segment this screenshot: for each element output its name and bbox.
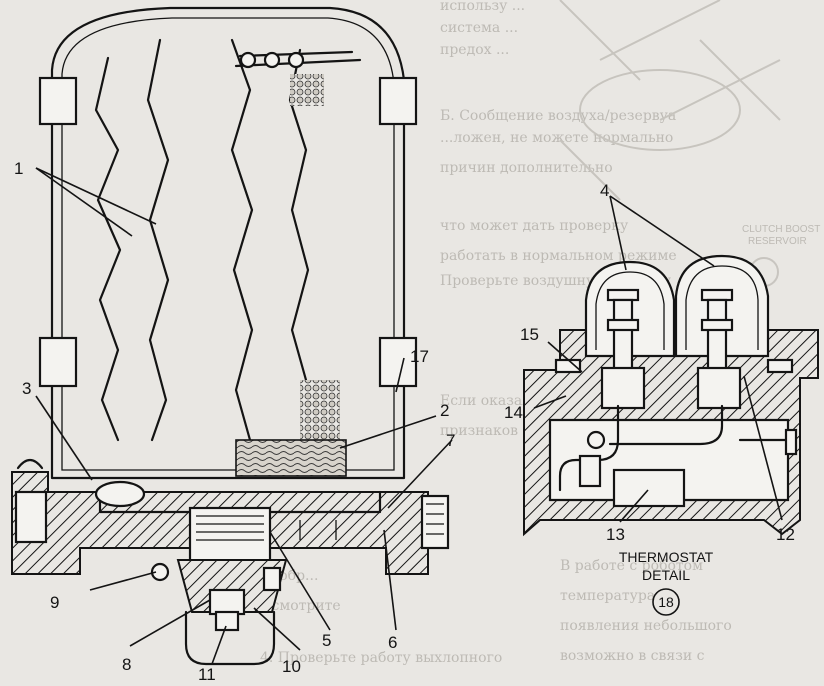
check-valve-cap <box>94 480 146 508</box>
detail-number: 18 <box>658 594 674 610</box>
callout-3: 3 <box>22 379 31 398</box>
callout-2: 2 <box>440 401 449 420</box>
detail-title-line2: DETAIL <box>642 567 690 583</box>
clutch-label-line2: RESERVOIR <box>748 236 807 247</box>
strap-left-bottom <box>38 336 78 388</box>
callout-11: 11 <box>198 665 216 684</box>
outlet-fitting <box>420 494 450 550</box>
callout-8: 8 <box>122 655 131 674</box>
air-dryer-cutaway <box>11 6 450 666</box>
svg-text:что может дать проверку: что может дать проверку <box>440 218 629 234</box>
callout-7: 7 <box>446 431 455 450</box>
callout-labels: 1 2 3 4 5 6 7 8 9 10 11 12 13 14 15 17 <box>14 159 795 684</box>
svg-text:появления небольшого: появления небольшого <box>560 618 732 634</box>
callout-1: 1 <box>14 159 23 178</box>
svg-text:Б. Сообщение воздуха/резервуа: Б. Сообщение воздуха/резервуа <box>440 108 676 124</box>
callout-6: 6 <box>388 633 397 652</box>
svg-text:причин дополнительно: причин дополнительно <box>440 160 613 176</box>
svg-text:возможно в связи с: возможно в связи с <box>560 648 705 664</box>
svg-text:Осмотрите: Осмотрите <box>260 598 341 614</box>
callout-14: 14 <box>504 403 523 422</box>
strap-right-top <box>378 76 418 126</box>
desiccant-beads-top <box>290 74 324 106</box>
callout-17: 17 <box>410 347 429 366</box>
svg-text:система ...: система ... <box>440 20 518 36</box>
svg-text:предох ...: предох ... <box>440 42 509 58</box>
svg-text:4. Проверьте работу выхлопного: 4. Проверьте работу выхлопного <box>260 650 502 666</box>
svg-text:работать в нормальном режиме: работать в нормальном режиме <box>440 248 677 264</box>
svg-text:В работе с роботом: В работе с роботом <box>560 558 703 574</box>
callout-9: 9 <box>50 593 59 612</box>
filter-pad <box>235 439 347 477</box>
thermostat-disc <box>612 468 686 508</box>
svg-text:...ложен, не можете нормально: ...ложен, не можете нормально <box>440 130 673 146</box>
detail-number-circle <box>652 588 680 616</box>
thermostat-cavity <box>548 418 790 502</box>
callout-15: 15 <box>520 325 539 344</box>
detail-title-line1: THERMOSTAT <box>619 549 714 565</box>
svg-text:использу ...: использу ... <box>440 0 525 14</box>
leader-lines <box>35 167 783 665</box>
callout-12: 12 <box>776 525 795 544</box>
drain-cup <box>184 610 276 666</box>
desiccant-beads-bottom <box>300 380 340 440</box>
callout-10: 10 <box>282 657 301 676</box>
svg-text:температура: температура <box>560 588 655 604</box>
callout-5: 5 <box>322 631 331 650</box>
purge-valve-body <box>188 506 272 564</box>
callout-13: 13 <box>606 525 625 544</box>
callout-4: 4 <box>600 181 609 200</box>
strap-right-bottom <box>378 336 418 388</box>
strap-left-top <box>38 76 78 126</box>
clutch-label-line1: CLUTCH BOOST <box>742 224 820 235</box>
detail-caption: THERMOSTAT DETAIL 18 <box>619 549 714 616</box>
